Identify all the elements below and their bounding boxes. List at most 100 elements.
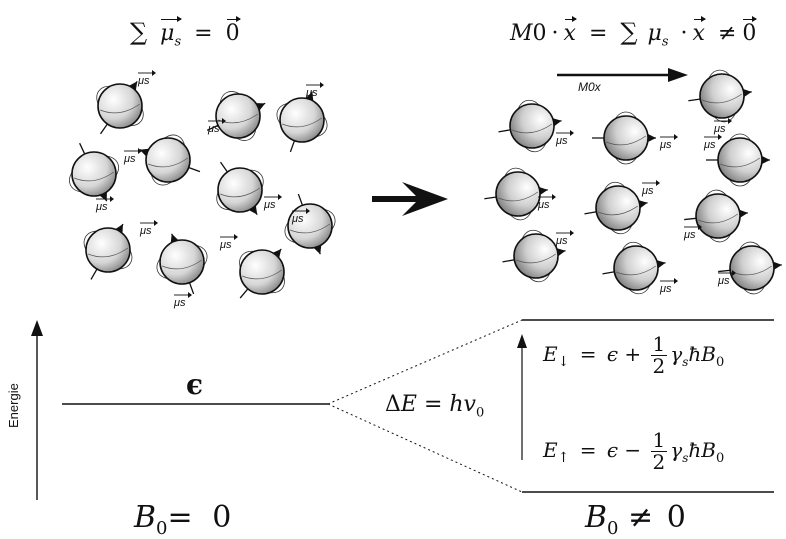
epsilon-label: ϵ: [186, 368, 204, 401]
mu-s-label: μs: [173, 297, 186, 309]
spin-sphere: [699, 73, 745, 119]
delta-e-label: ΔE = hv0: [385, 392, 485, 421]
spin-moment-arrowhead: [743, 88, 752, 97]
spin-sphere: [239, 249, 285, 295]
spin-particle: μs: [69, 142, 119, 213]
mu-vector-head: [152, 70, 156, 76]
sphere-equator: [720, 157, 761, 168]
spin-sphere: [509, 103, 555, 149]
split-dotted-upper: [327, 319, 523, 405]
spin-moment-arrowhead: [552, 118, 562, 127]
spin-moment-arrowhead: [115, 224, 123, 233]
spin-particle: μs: [216, 161, 282, 215]
mu-vector-head: [570, 230, 574, 236]
energy-axis-label: Energie: [6, 383, 21, 428]
sphere-equator: [606, 135, 647, 146]
sphere-equator: [616, 265, 657, 276]
spin-particle: μs: [96, 70, 156, 135]
mu-s-label: μs: [139, 225, 152, 237]
sphere-equator: [516, 253, 557, 264]
split-dotted-lower: [327, 403, 523, 493]
mu-vector-head: [656, 180, 660, 186]
delta-e-axis-head: [517, 334, 527, 348]
spin-moment-arrowhead: [313, 245, 322, 255]
spin-sphere: [71, 151, 117, 197]
mu-s-label: μs: [659, 139, 672, 151]
mu-s-label: μs: [555, 135, 568, 147]
spin-moment-arrowhead: [139, 148, 149, 157]
mu-s-label: μs: [305, 87, 318, 99]
spin-sphere: [695, 193, 741, 239]
mu-s-label: μs: [123, 153, 136, 165]
mu-s-label: μs: [703, 139, 716, 151]
spin-moment-arrowhead: [648, 134, 656, 142]
mu-vector-head: [674, 278, 678, 284]
right-magnetization-formula: M0·x = ∑ μs ·x ≠0: [510, 16, 758, 50]
field-label: M0x: [578, 80, 601, 94]
mu-vector-head: [698, 224, 702, 230]
spin-sphere: [495, 171, 541, 217]
mu-vector-head: [154, 220, 158, 226]
spin-moment-arrowhead: [273, 249, 282, 258]
mu-s-label: μs: [263, 199, 276, 211]
mu-vector-head: [570, 130, 574, 136]
sphere-equator: [162, 259, 203, 270]
spin-sphere: [217, 167, 263, 213]
spin-particle: μs: [123, 134, 201, 186]
mu-s-label: μs: [95, 201, 108, 213]
spin-sphere: [159, 239, 205, 285]
spin-sphere: [603, 115, 649, 161]
spin-particle: μs: [502, 229, 574, 283]
spin-particle: μs: [276, 82, 328, 153]
mu-vector-head: [234, 234, 238, 240]
spin-sphere: [145, 137, 191, 183]
spin-moment-arrowhead: [638, 200, 648, 209]
mu-s-label: μs: [641, 185, 654, 197]
magnetization-arrow-head: [668, 68, 688, 82]
spin-particle: μs: [83, 220, 158, 280]
spin-moment-arrowhead: [773, 261, 782, 270]
b0-nonzero-label: B0 ≠ 0: [585, 500, 686, 539]
sphere-equator: [498, 191, 539, 202]
spin-moment-arrowhead: [762, 156, 770, 164]
spin-moment-arrowhead: [170, 233, 179, 243]
spin-sphere: [215, 93, 261, 139]
sphere-equator: [512, 123, 553, 134]
b0-zero-label: B0= 0: [134, 500, 232, 539]
sphere-equator: [148, 157, 189, 168]
spin-sphere: [97, 83, 143, 129]
mu-vector-head: [718, 134, 722, 140]
sphere-equator: [242, 269, 283, 280]
spin-particle: μs: [156, 233, 208, 309]
spin-particle: μs: [284, 193, 336, 255]
mu-vector-head: [222, 118, 226, 124]
energy-axis-head: [31, 320, 43, 336]
spin-sphere: [729, 245, 775, 291]
spin-moment-arrowhead: [305, 91, 314, 101]
spin-sphere: [279, 97, 325, 143]
mu-s-label: μs: [137, 75, 150, 87]
spin-sphere: [595, 185, 641, 231]
mu-vector-head: [278, 194, 282, 200]
spin-particle: μs: [584, 180, 660, 235]
spin-moment-arrowhead: [739, 209, 748, 218]
mu-vector-head: [110, 196, 114, 202]
spin-particle: μs: [703, 133, 770, 187]
spin-particle: μs: [592, 111, 678, 165]
spin-particle: μs: [219, 234, 285, 299]
mu-s-label: μs: [219, 239, 232, 251]
mu-s-label: μs: [713, 123, 726, 135]
sphere-equator: [698, 213, 739, 224]
spin-particle: μs: [602, 241, 678, 295]
spin-moment-arrowhead: [556, 248, 566, 257]
mu-vector-head: [732, 270, 736, 276]
mu-s-label: μs: [291, 213, 304, 225]
mu-vector-head: [138, 148, 142, 154]
sphere-equator: [74, 171, 115, 182]
left-sum-formula: ∑ μs = 0: [130, 15, 241, 50]
mu-s-label: μs: [207, 123, 220, 135]
spin-particle: μs: [683, 189, 748, 243]
mu-s-label: μs: [683, 229, 696, 241]
